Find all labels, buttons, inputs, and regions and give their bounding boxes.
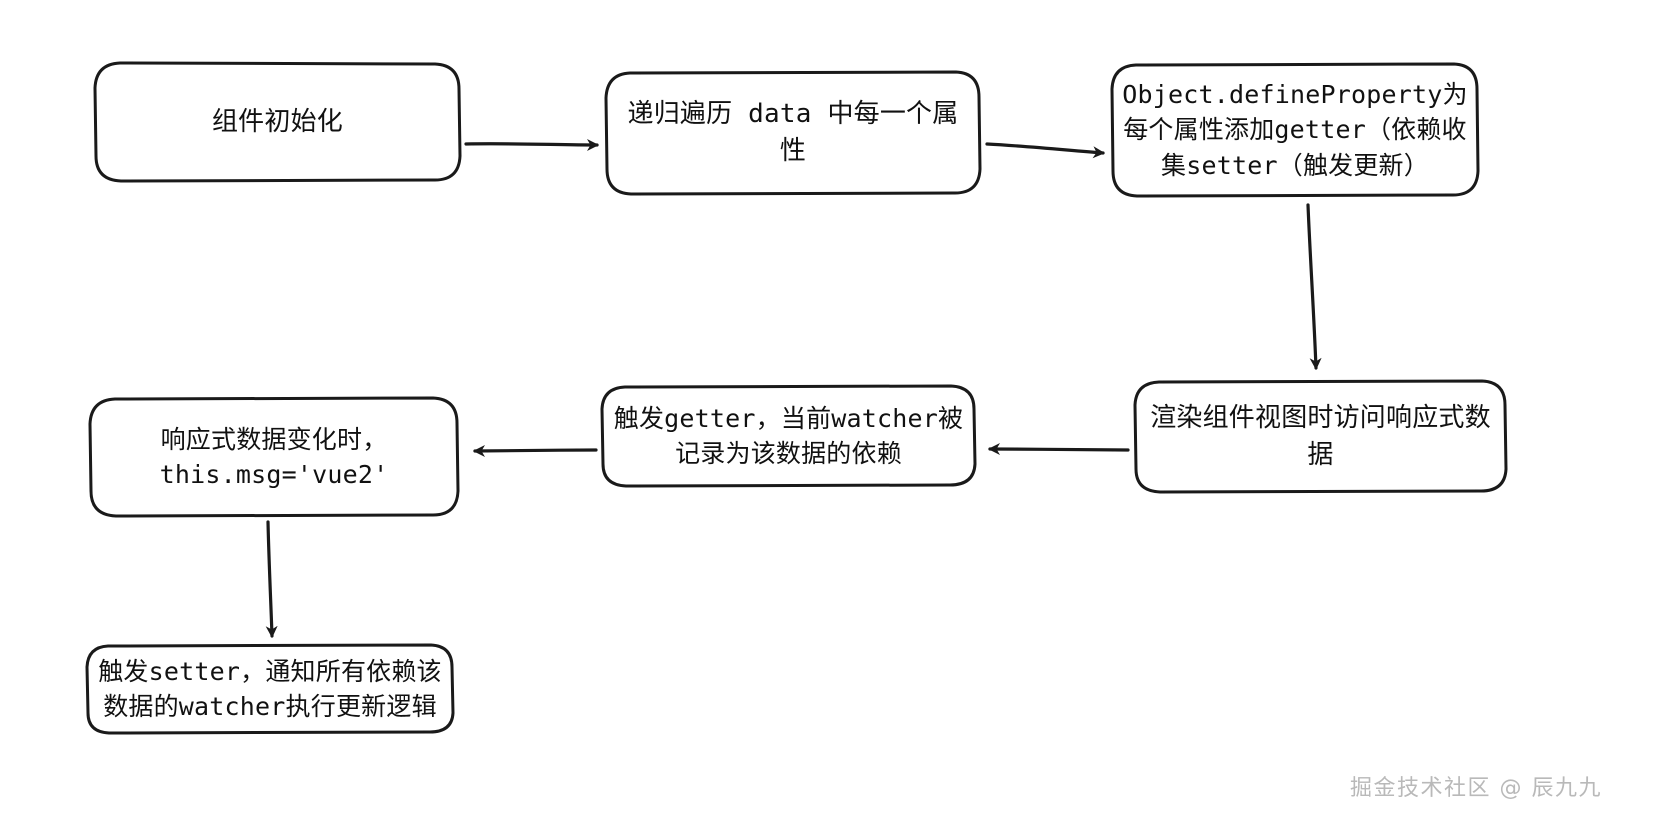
flow-node-label: 响应式数据变化时， this.msg='vue2': [159, 424, 389, 490]
node-shape: [1133, 379, 1508, 494]
flow-node-label: 触发setter，通知所有依赖该 数据的watcher执行更新逻辑: [98, 656, 442, 722]
edge-n1-n2: [464, 138, 599, 151]
edge-n4-n5: [988, 443, 1130, 456]
flow-node-label: 递归遍历 data 中每一个属性: [627, 99, 959, 166]
node-shape: [88, 396, 460, 518]
flow-node-trigger-getter[interactable]: 触发getter，当前watcher被 记录为该数据的依赖: [600, 384, 977, 488]
flow-node-label: Object.defineProperty为 每个属性添加getter（依赖收 …: [1122, 79, 1468, 180]
watermark: 掘金技术社区 @ 辰九九: [1350, 776, 1602, 801]
flow-node-component-init[interactable]: 组件初始化: [93, 61, 462, 183]
flow-node-data-change[interactable]: 响应式数据变化时， this.msg='vue2': [88, 396, 460, 518]
flow-node-label: 触发getter，当前watcher被 记录为该数据的依赖: [613, 403, 964, 469]
flow-node-trigger-setter[interactable]: 触发setter，通知所有依赖该 数据的watcher执行更新逻辑: [85, 643, 455, 735]
edge-n2-n3: [985, 142, 1105, 159]
node-shape: [93, 61, 462, 183]
edge-n3-n4: [1306, 203, 1322, 370]
flow-node-traverse-data[interactable]: 递归遍历 data 中每一个属性: [604, 70, 982, 196]
flow-node-label: 渲染组件视图时访问响应式数 据: [1150, 402, 1491, 470]
node-shape: [85, 643, 455, 735]
flow-node-render-access[interactable]: 渲染组件视图时访问响应式数 据: [1133, 379, 1508, 494]
flow-node-define-property[interactable]: Object.defineProperty为 每个属性添加getter（依赖收 …: [1110, 62, 1480, 198]
flow-node-label: 组件初始化: [211, 106, 343, 137]
node-shape: [600, 384, 977, 488]
node-shape: [604, 70, 982, 196]
edge-n5-n6: [473, 444, 598, 457]
edge-n6-n7: [265, 520, 278, 638]
node-shape: [1110, 62, 1480, 198]
